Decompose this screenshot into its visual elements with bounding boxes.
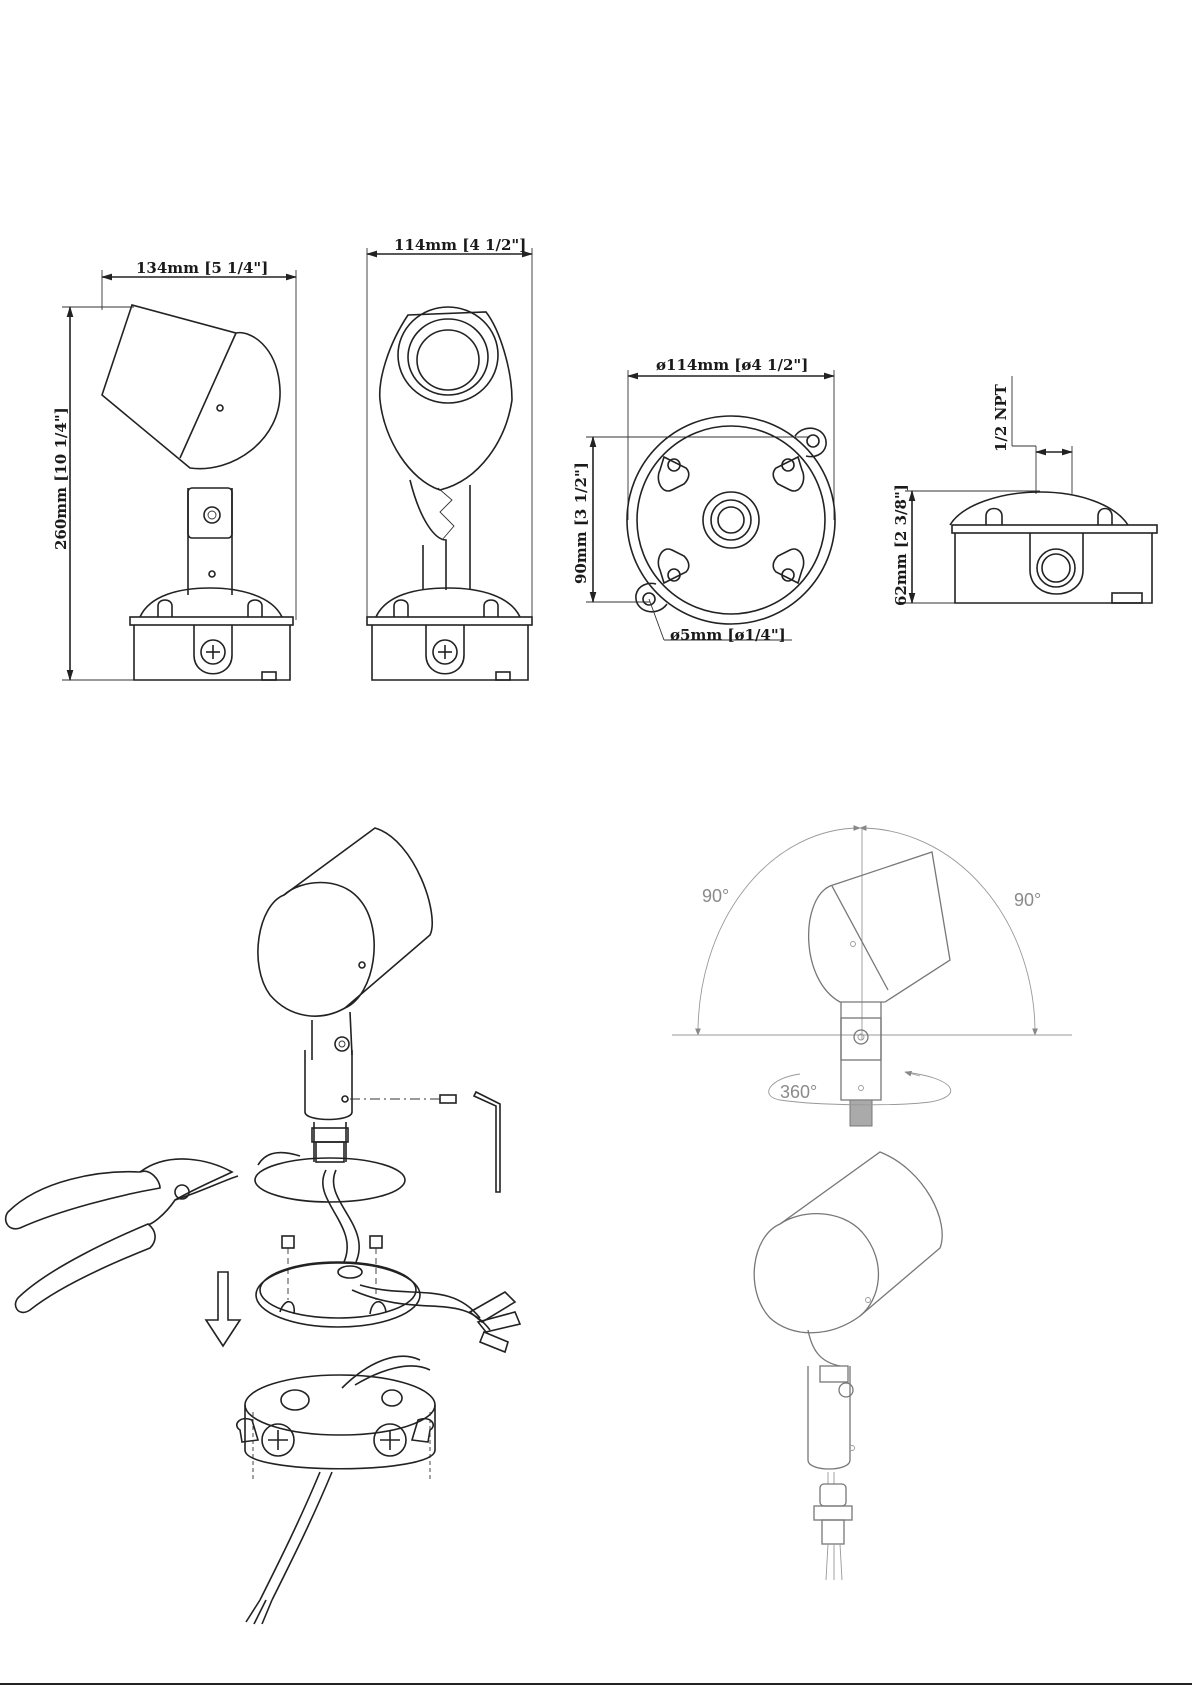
side-height-label: 260mm [10 1/4"]: [52, 407, 70, 550]
front-view: 114mm [4 1/2"]: [367, 236, 532, 680]
side-view: 134mm [5 1/4"] 260mm [10 1/4"]: [52, 259, 296, 680]
box-diameter-label: ø114mm [ø4 1/2"]: [656, 356, 808, 374]
swivel-label: 360°: [780, 1082, 817, 1102]
box-height-label: 62mm [2 3/8"]: [892, 484, 910, 606]
side-width-label: 134mm [5 1/4"]: [136, 259, 268, 277]
front-width-label: 114mm [4 1/2"]: [394, 236, 526, 254]
rotation-diagram: 90° 90° 360°: [672, 828, 1072, 1126]
tilt-left-label: 90°: [702, 886, 729, 906]
mount-hole-label: ø5mm [ø1/4"]: [670, 626, 786, 644]
junction-box-side-view: 1/2 NPT 62mm [2 3/8"]: [892, 376, 1157, 606]
junction-box-top-view: ø114mm [ø4 1/2"] 90mm [3 1/2"] ø5mm [ø1/…: [572, 356, 835, 644]
thread-label: 1/2 NPT: [992, 383, 1010, 452]
installation-exploded-view: [6, 828, 520, 1624]
tilt-right-label: 90°: [1014, 890, 1041, 910]
assembled-view: [754, 1152, 942, 1580]
box-spacing-label: 90mm [3 1/2"]: [572, 462, 590, 584]
